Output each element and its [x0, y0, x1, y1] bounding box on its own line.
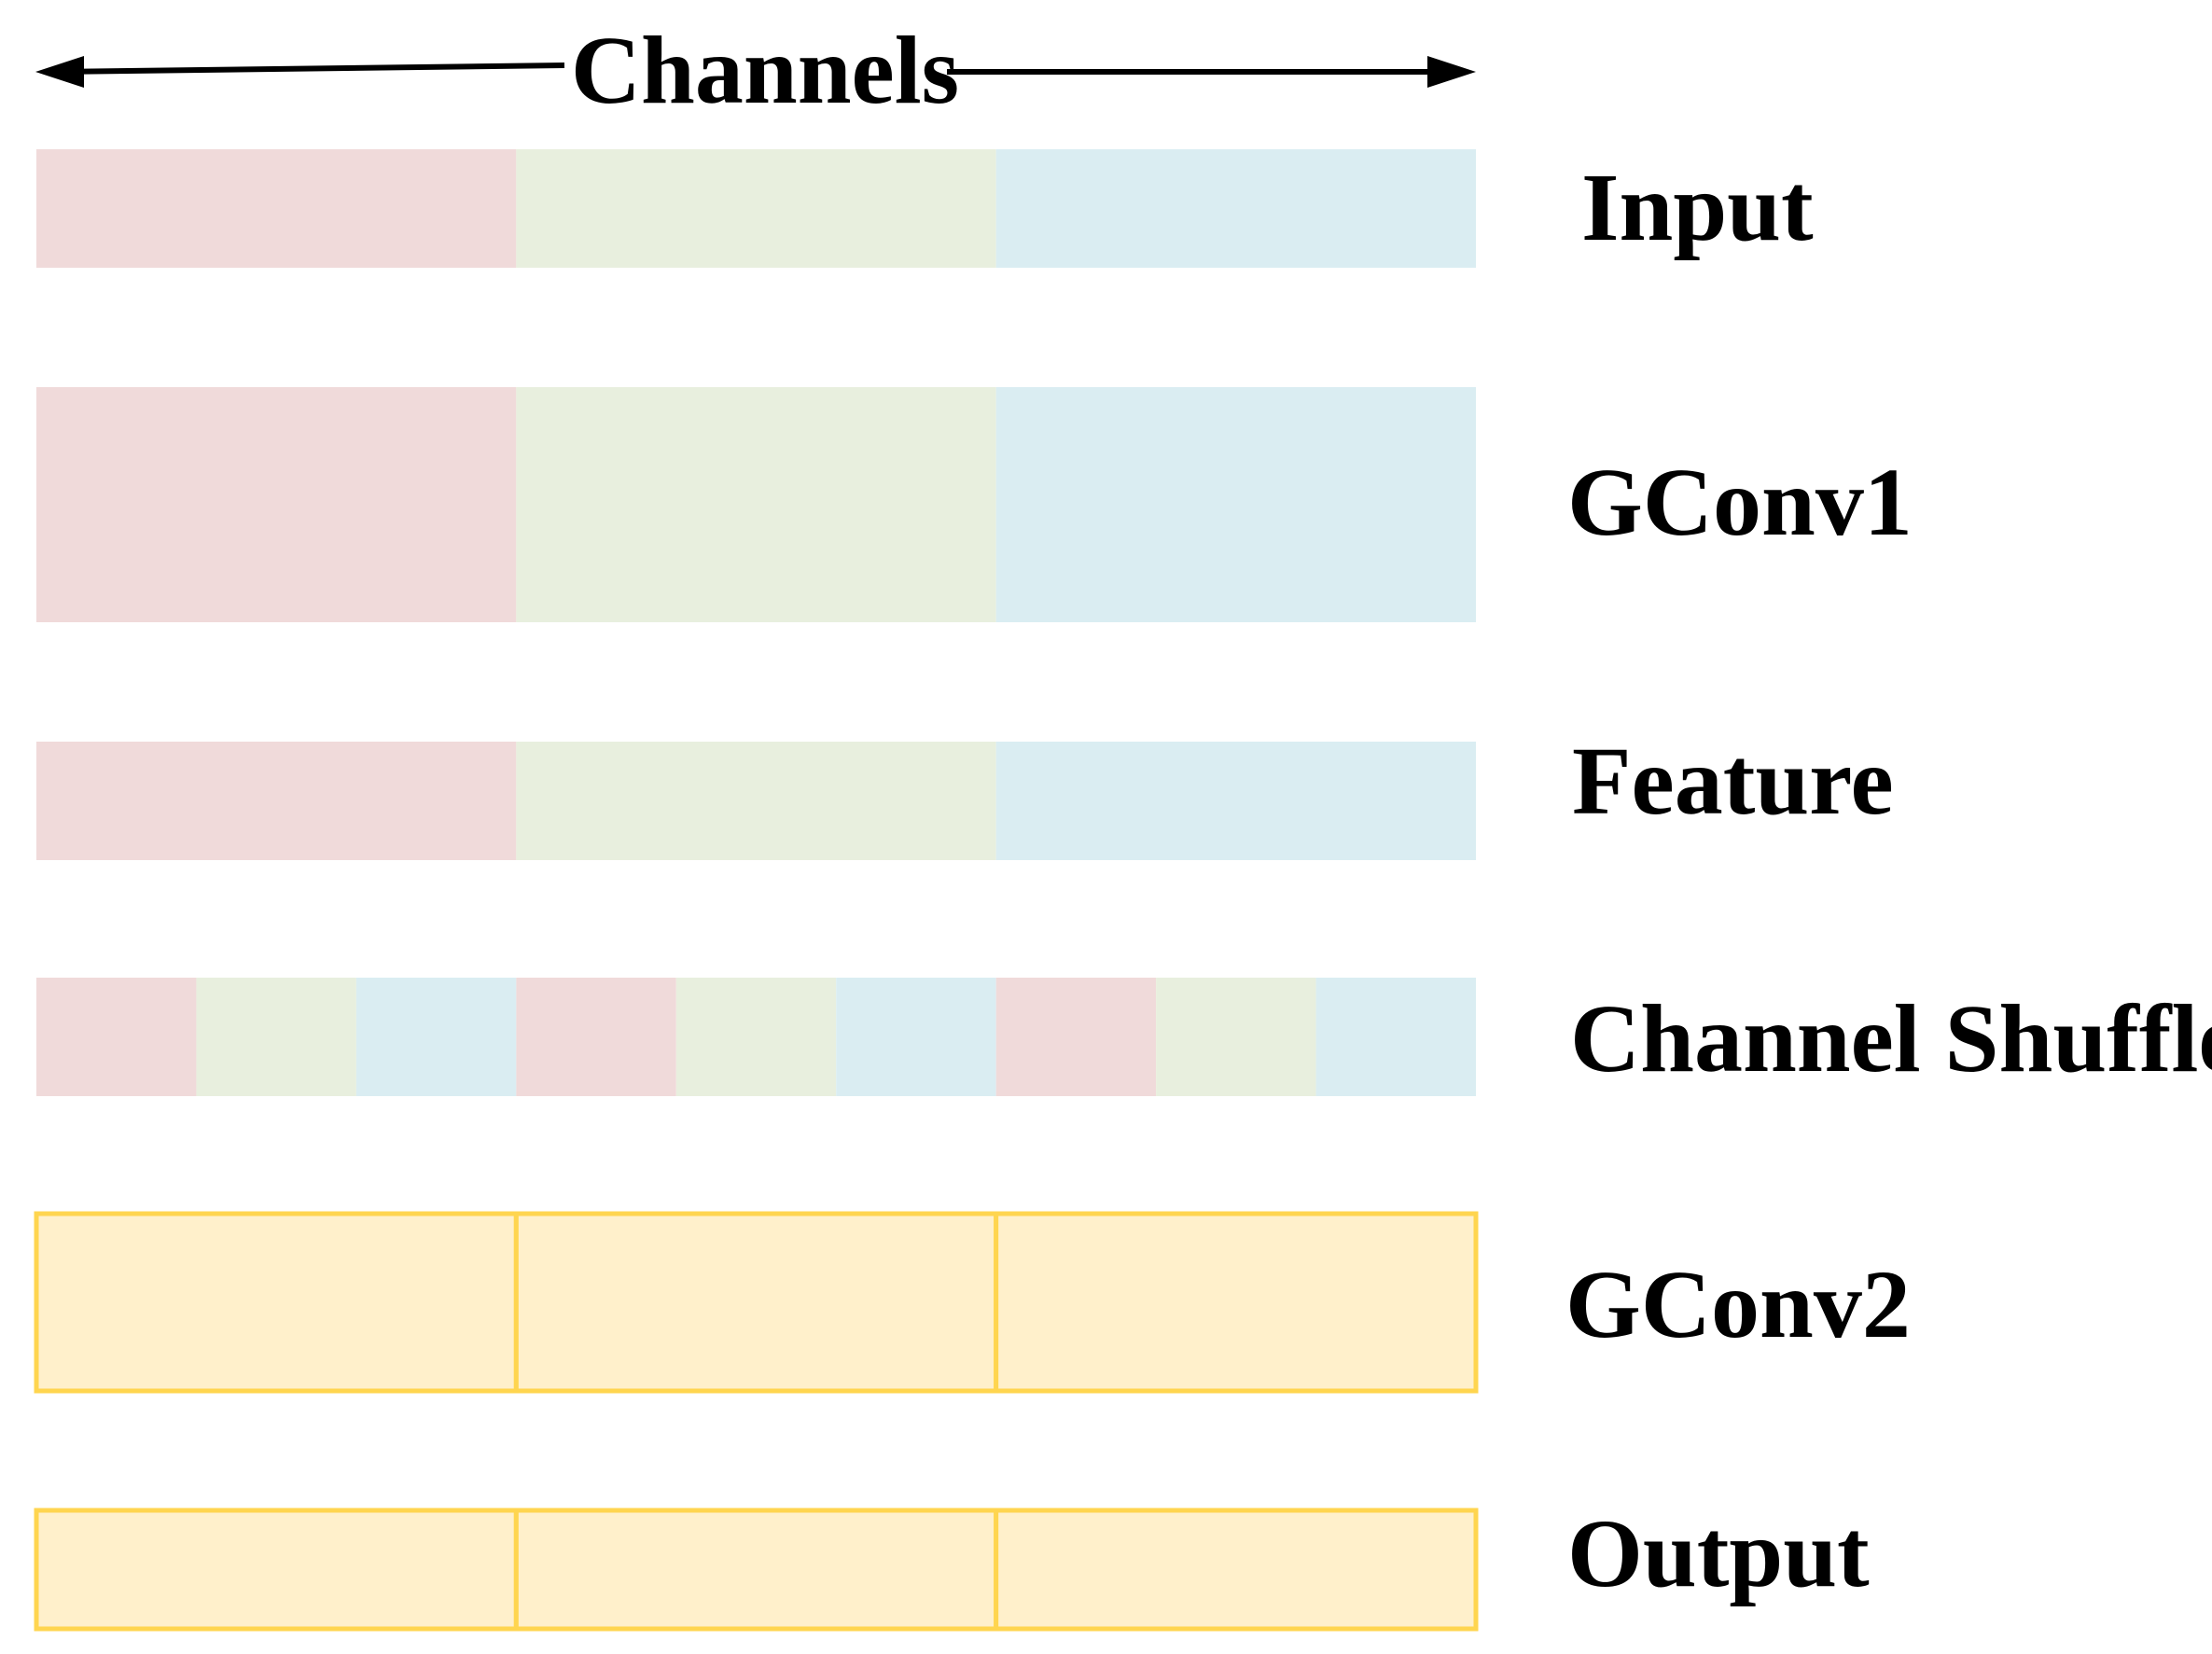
channel-group-block: [513, 1508, 999, 1632]
row-input: Input: [36, 149, 1814, 268]
row-gconv2: GConv2: [34, 1211, 1911, 1394]
channel-group-block: [513, 1211, 999, 1394]
row-output: Output: [34, 1500, 1870, 1632]
channel-group-block: [516, 978, 676, 1096]
row-label-channel-shuffle: Channel Shuffle: [1570, 985, 2212, 1092]
row-channel-shuffle: Channel Shuffle: [36, 978, 2212, 1096]
row-label-output: Output: [1567, 1500, 1870, 1607]
row-label-feature: Feature: [1572, 728, 1894, 835]
channel-group-block: [36, 978, 197, 1096]
arrow-left-head-icon: [35, 56, 84, 88]
channel-group-block: [1156, 978, 1316, 1096]
channel-group-block: [516, 149, 996, 268]
row-label-input: Input: [1581, 154, 1814, 261]
channel-group-block: [995, 387, 1476, 622]
channel-group-block: [516, 742, 996, 860]
channel-group-block: [1315, 978, 1476, 1096]
channel-group-block: [355, 978, 517, 1096]
channel-group-block: [196, 978, 356, 1096]
channels-arrow-left-line: [55, 63, 565, 75]
channel-group-block: [836, 978, 996, 1096]
row-feature: Feature: [36, 728, 1894, 860]
row-label-gconv2: GConv2: [1565, 1251, 1911, 1358]
channels-axis: Channels: [35, 17, 1476, 124]
channel-group-block: [516, 387, 996, 622]
channel-group-block: [994, 1211, 1479, 1394]
channel-group-block: [36, 149, 517, 268]
channel-group-block: [36, 742, 517, 860]
channel-group-block: [995, 978, 1157, 1096]
channel-group-block: [34, 1508, 519, 1632]
channels-label: Channels: [571, 17, 959, 124]
arrow-right-head-icon: [1427, 56, 1476, 88]
channel-group-block: [36, 387, 517, 622]
channel-group-block: [995, 742, 1476, 860]
channel-group-block: [994, 1508, 1479, 1632]
channel-group-block: [34, 1211, 519, 1394]
row-gconv1: GConv1: [36, 387, 1913, 622]
channel-group-block: [995, 149, 1476, 268]
channel-group-block: [675, 978, 837, 1096]
row-label-gconv1: GConv1: [1567, 449, 1913, 556]
